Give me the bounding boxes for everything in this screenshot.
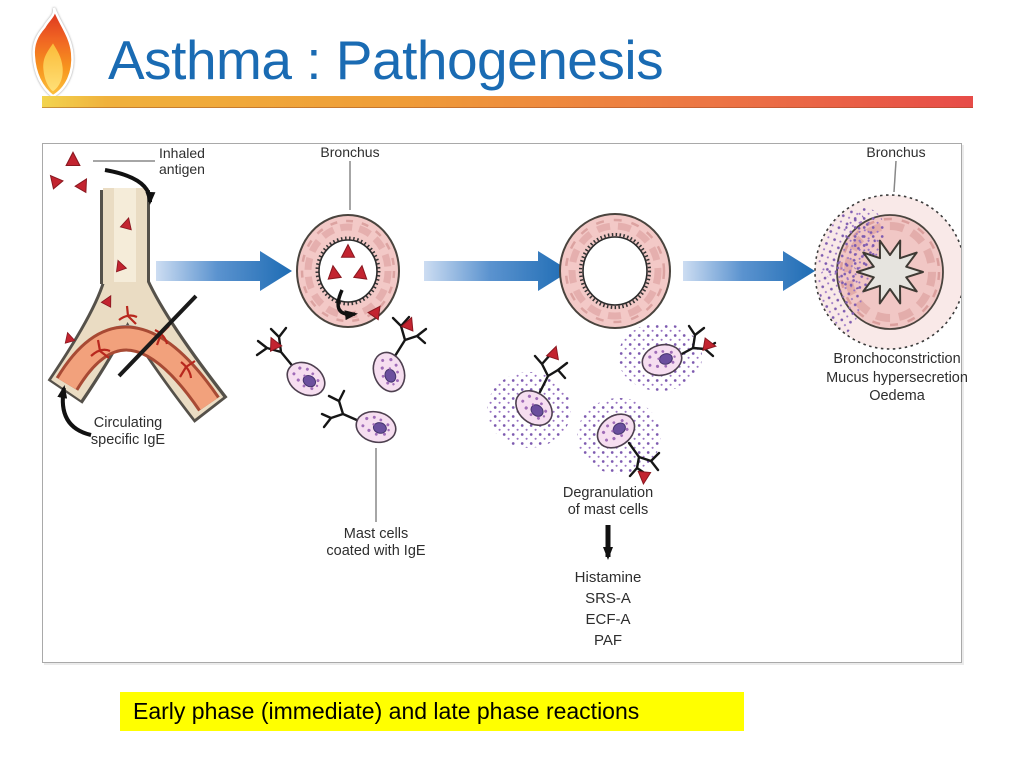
- bronchus-late: [814, 160, 961, 350]
- caption-highlight: Early phase (immediate) and late phase r…: [120, 692, 744, 731]
- label-circulating-ige: Circulating specific IgE: [90, 415, 166, 448]
- label-bronchus-mid: Bronchus: [320, 144, 380, 160]
- bronchus-early: [296, 161, 400, 328]
- flow-arrow-1: [156, 251, 292, 291]
- mediator-item: PAF: [593, 632, 623, 649]
- bronchus-mid: [559, 213, 671, 329]
- outcome-item: Mucus hypersecretion: [826, 369, 968, 386]
- label-inhaled-antigen: Inhaled antigen: [159, 145, 205, 178]
- outcome-item: Bronchoconstriction: [833, 351, 961, 367]
- mediator-item: SRS-A: [585, 590, 631, 607]
- label-mast-cells: Mast cells coated with IgE: [326, 526, 426, 559]
- flow-arrow-3: [683, 251, 815, 291]
- diagram-artwork: [45, 151, 961, 560]
- mediators-list: Histamine SRS-A ECF-A PAF: [548, 567, 668, 651]
- flow-arrows: [156, 251, 815, 291]
- crossing-line: [117, 294, 198, 378]
- outcome-item: Oedema: [869, 388, 925, 404]
- antigen-wall-arrow: [336, 289, 358, 321]
- title-underline-gradient: [42, 96, 973, 108]
- mediator-item: ECF-A: [585, 611, 631, 628]
- label-bronchus-right: Bronchus: [866, 144, 926, 160]
- page-title: Asthma : Pathogenesis: [108, 29, 664, 91]
- flame-inner: [43, 43, 63, 92]
- flame-logo: [32, 7, 74, 98]
- airway-illustration: [45, 151, 228, 437]
- outcomes-list: Bronchoconstriction Mucus hypersecretion…: [805, 350, 989, 406]
- constricted-lumen-star: [856, 239, 924, 305]
- circulating-ige-arrow: [57, 385, 92, 437]
- mediator-item: Histamine: [574, 569, 642, 586]
- antigen-entry-arrow: [104, 168, 156, 205]
- pathogenesis-diagram: Inhaled antigen Bronchus Bronchus Circul…: [42, 143, 968, 663]
- degranulating-mast-cells: [487, 323, 718, 486]
- label-degranulation: Degranulation of mast cells: [562, 485, 654, 518]
- blood-vessel: [55, 305, 220, 412]
- flow-arrow-2: [424, 251, 570, 291]
